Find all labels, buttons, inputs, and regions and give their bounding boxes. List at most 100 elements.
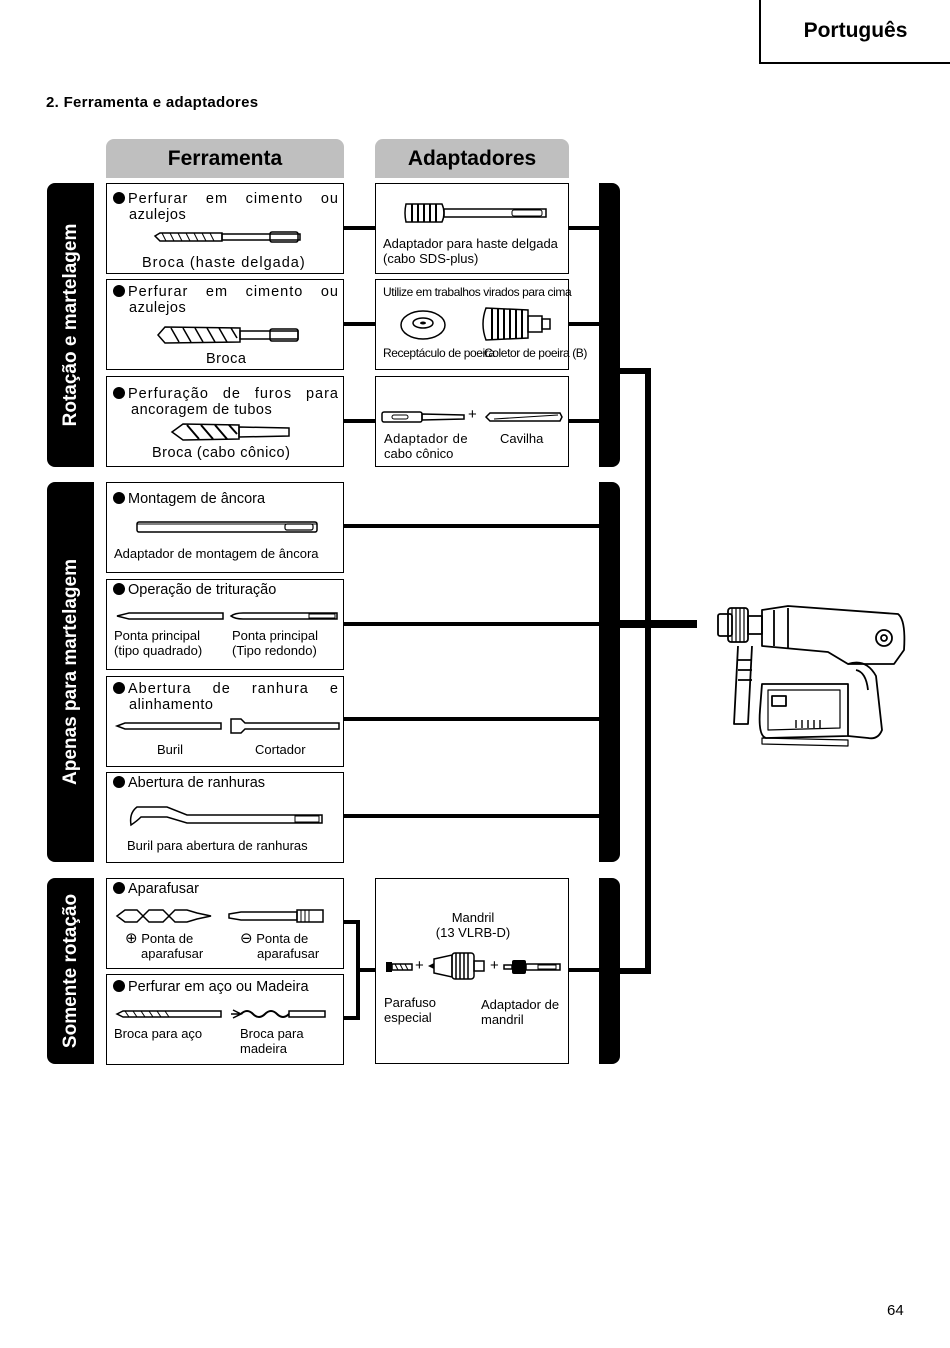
adapter-label: Adaptador de [481,997,560,1012]
dust-cup-icon [400,310,446,340]
tool-label: Broca para aço [114,1026,203,1041]
special-screw-icon [386,962,413,972]
tool-title: Operação de trituração [113,582,276,598]
language-label: Português [759,0,950,64]
adapter-box-chuck: Mandril (13 VLRB-D) + + Parafuso especia… [375,878,569,1064]
bull-point-round-icon [229,612,338,620]
tool-label: Broca [206,351,247,367]
connector-line [619,620,697,628]
tool-title-line2: azulejos [129,300,187,316]
group-label-rotation-only: Somente rotação [47,878,94,1064]
tool-box-steel-wood-bits: Perfurar em aço ou Madeira Broca para aç… [106,974,344,1065]
connector-line [356,968,376,972]
adapter-subtitle: (13 VLRB-D) [435,925,511,940]
chuck-adapter-icon [503,960,561,974]
tool-title-line2: azulejos [129,207,187,223]
tool-title: Abertura de ranhura e [113,681,339,697]
tool-title: Perfurar em cimento ou [113,284,339,300]
plus-sign: + [468,406,477,423]
drill-bit-icon [157,326,299,344]
adapter-title: Mandril [451,910,495,925]
connector-line [619,368,651,374]
phillips-bit-icon [115,909,212,923]
tool-title: Abertura de ranhuras [113,775,265,791]
tool-label: madeira [240,1041,287,1056]
adapter-label: Receptáculo de poeira [383,346,495,360]
adapter-label: especial [384,1010,432,1025]
tool-label: (Tipo redondo) [232,643,317,658]
tool-title-line2: ancoragem de tubos [131,402,273,418]
tool-box-drill-bit-slim: Perfurar em cimento ou azulejos Broca (h… [106,183,344,274]
adapter-label: Adaptador para haste delgada [383,236,558,251]
group-bar-rotation-hammer [599,183,620,467]
group-bar-rotation-only [599,878,620,1064]
adapter-label: (cabo SDS-plus) [383,251,479,266]
column-heading-tool: Ferramenta [106,139,344,178]
connector-line [343,1016,360,1020]
tool-label: aparafusar [141,946,204,961]
connector-line [568,419,600,423]
adapter-label: mandril [481,1012,524,1027]
tool-label: ⊕ Ponta de [125,930,194,947]
connector-line [343,622,600,626]
connector-line [343,920,360,924]
tool-label: Broca para [240,1026,304,1041]
tool-label: ⊖ Ponta de [240,930,309,947]
tool-label: (tipo quadrado) [114,643,203,658]
connector-line [343,717,600,721]
wood-drill-bit-icon [231,1009,326,1019]
page-number: 64 [887,1302,904,1319]
connector-line [568,322,600,326]
tool-box-cold-chisel: Abertura de ranhura e alinhamento Buril … [106,676,344,767]
tool-label: Broca (cabo cônico) [152,445,291,461]
connector-line [343,322,376,326]
dust-collector-icon [482,307,551,341]
drill-bit-icon [153,231,301,243]
connector-line [568,968,600,972]
adapter-box-dust: Utilize em trabalhos virados para cima R… [375,279,587,370]
tool-label: Buril [157,742,184,757]
tool-box-anchor-adapter: Montagem de âncora Adaptador de montagem… [106,482,344,573]
tool-label: Broca (haste delgada) [142,255,306,271]
rotary-hammer-illustration [717,605,906,747]
taper-drill-bit-icon [170,423,290,441]
connector-line [343,419,376,423]
group-bar-hammer-only [599,482,620,862]
tool-title: Perfurar em cimento ou [113,191,339,207]
cutter-icon [230,718,340,734]
cotter-icon [484,412,563,422]
steel-drill-bit-icon [115,1010,222,1018]
taper-shank-adapter-icon [381,411,465,423]
plus-sign: + [490,957,499,974]
plus-sign: + [415,957,424,974]
cold-chisel-icon [114,722,222,730]
tool-label: Ponta principal [232,628,318,643]
tool-label: aparafusar [257,946,320,961]
adapter-label: cabo cônico [384,446,454,461]
connector-line [343,524,600,528]
tool-box-bull-point: Operação de trituração Ponta principal (… [106,579,344,670]
tool-box-screwdriver-bits: Aparafusar ⊕ Ponta de aparafusar ⊖ Ponta… [106,878,344,969]
group-label-hammer-only: Apenas para martelagem [47,482,94,862]
tool-box-drill-bit: Perfurar em cimento ou azulejos Broca [106,279,344,370]
tool-box-drill-bit-taper: Perfuração de furos para ancoragem de tu… [106,376,344,467]
tool-label: Cortador [255,742,306,757]
adapter-label: Parafuso [384,995,437,1010]
slotted-bit-icon [228,909,324,923]
anchor-adapter-icon [136,521,318,533]
tool-title: Aparafusar [113,881,199,897]
connector-line [568,226,600,230]
tool-title: Perfurar em aço ou Madeira [113,979,309,995]
adapter-label: Adaptador de [384,431,469,446]
group-label-rotation-hammer: Rotação e martelagem [47,183,94,467]
grooving-chisel-icon [129,806,323,827]
tool-label: Buril para abertura de ranhuras [127,838,308,853]
tool-label: Ponta principal [114,628,200,643]
adapter-label: Cavilha [500,431,544,446]
section-title: 2. Ferramenta e adaptadores [46,94,259,111]
adapter-box-sds-plus: Adaptador para haste delgada (cabo SDS-p… [375,183,569,274]
bull-point-square-icon [116,612,224,620]
tool-box-grooving-chisel: Abertura de ranhuras Buril para abertura… [106,772,344,863]
tool-label: Adaptador de montagem de âncora [114,546,319,561]
connector-line [645,368,651,974]
